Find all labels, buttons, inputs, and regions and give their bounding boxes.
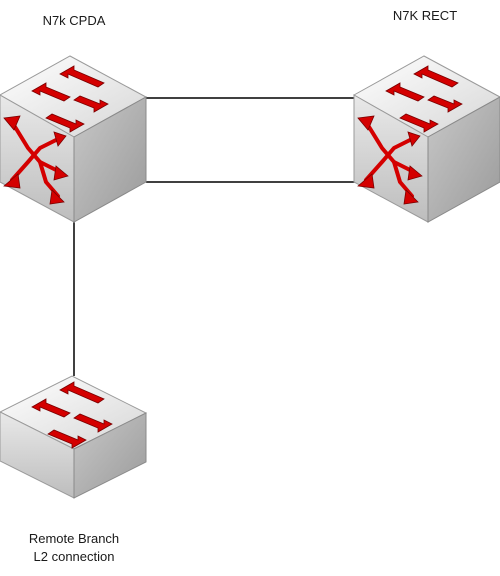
branch-label: Remote Branch L2 connection [14,530,134,566]
branch-label-line1: Remote Branch [28,531,120,546]
switch-cpda-icon [0,54,148,224]
cpda-label: N7k CPDA [42,13,106,28]
branch-label-line2: L2 connection [33,549,115,564]
switch-branch-icon [0,375,147,499]
links [73,97,356,376]
rect-label: N7K RECT [392,8,458,23]
switch-rect-icon [352,54,500,224]
